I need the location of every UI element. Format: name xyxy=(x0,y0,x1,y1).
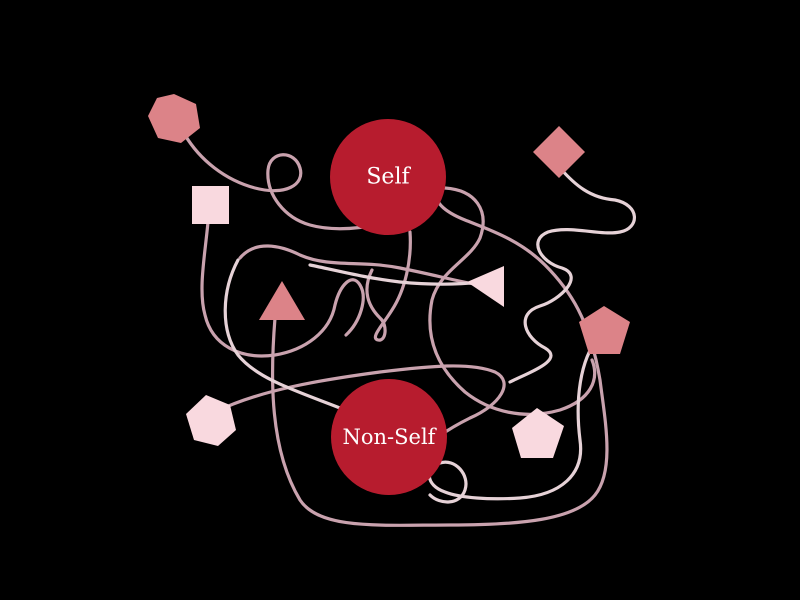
hexagon-light-icon xyxy=(186,395,236,446)
shape-group xyxy=(148,94,630,458)
diamond-icon xyxy=(533,126,585,178)
pentagon-light-icon xyxy=(512,408,564,458)
non-self-circle xyxy=(331,379,447,495)
triangle-up-icon xyxy=(259,281,305,320)
connector-left-horizontal xyxy=(238,244,482,287)
hexagon-icon xyxy=(148,94,200,143)
connector-diamond-squiggle xyxy=(508,166,636,384)
self-circle xyxy=(330,119,446,235)
self-node: Self xyxy=(330,119,446,235)
triangle-left-icon xyxy=(467,266,504,307)
pentagon-icon xyxy=(579,306,630,354)
connector-square-bottom-loop xyxy=(200,220,365,358)
connector-pale-pentagon-loop xyxy=(427,336,600,504)
connector-pentagon-across xyxy=(213,364,506,457)
connector-self-wiggle xyxy=(365,230,412,342)
connector-triangle-outer-loop xyxy=(270,188,609,527)
square-icon xyxy=(192,186,229,224)
connector-self-right-sweep xyxy=(428,186,597,416)
connector-lines xyxy=(183,133,636,527)
non-self-label: Non-Self xyxy=(343,425,438,449)
self-label: Self xyxy=(366,165,411,190)
connector-pale-center xyxy=(308,263,482,286)
connector-hexagon-to-self xyxy=(183,133,392,231)
non-self-node: Non-Self xyxy=(331,379,447,495)
